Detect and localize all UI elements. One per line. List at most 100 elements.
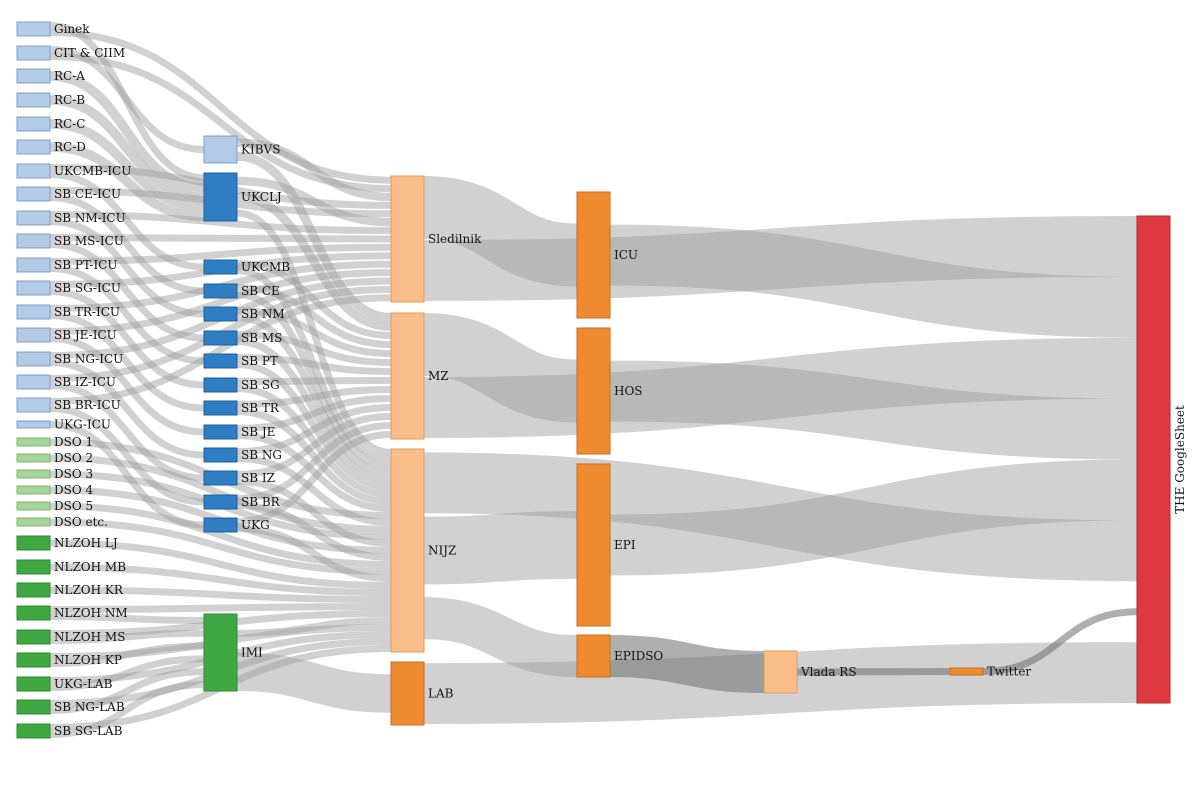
- link-sbiz-to-nijz: [236, 478, 392, 547]
- node-sbnglab-bar: [16, 699, 51, 715]
- node-sbjeicu-bar: [16, 327, 51, 343]
- node-sbmsicu: SB MS-ICU: [16, 233, 124, 249]
- link-sbms-to-nijz: [236, 338, 392, 484]
- node-rca-label: RC-A: [54, 69, 85, 83]
- link-ukglab-to-imi: [49, 655, 205, 691]
- node-sledilnik: Sledilnik: [390, 175, 482, 303]
- node-mz-bar: [390, 312, 425, 440]
- node-epidso-label: EPIDSO: [614, 649, 663, 663]
- node-sbje-bar: [203, 424, 238, 440]
- link-vlada-to-twitter: [796, 668, 951, 676]
- node-dso4-bar: [16, 485, 51, 495]
- node-sbbr: SB BR: [203, 494, 281, 510]
- node-hos-bar: [576, 327, 611, 455]
- link-mz-to-hos: [422, 313, 579, 423]
- node-sbtr-label: SB TR: [241, 401, 280, 415]
- node-sbnmicu: SB NM-ICU: [16, 210, 126, 226]
- node-ukcmbicu-bar: [16, 163, 51, 179]
- node-sbsglab-label: SB SG-LAB: [54, 724, 123, 738]
- node-icu-bar: [576, 191, 611, 319]
- node-dso2-label: DSO 2: [54, 451, 93, 465]
- link-sbpt-to-nijz: [236, 361, 392, 491]
- node-ukg-bar: [203, 517, 238, 533]
- node-twitter-label: Twitter: [987, 665, 1031, 679]
- link-sbsglab-to-imi: [49, 681, 205, 738]
- node-nlzohkp: NLZOH KP: [16, 652, 122, 668]
- link-ukcmbicu-to-ukcmb: [49, 171, 205, 271]
- node-sbnglab-label: SB NG-LAB: [54, 700, 125, 714]
- node-sbceicu: SB CE-ICU: [16, 186, 121, 202]
- node-nlzohnm: NLZOH NM: [16, 605, 128, 621]
- link-ukclj-to-nijz: [236, 209, 392, 456]
- node-ginek: Ginek: [16, 21, 90, 37]
- node-nlzohnm-label: NLZOH NM: [54, 606, 128, 620]
- link-sbng-to-mz: [236, 404, 392, 455]
- node-sbpt-bar: [203, 353, 238, 369]
- link-sbms-to-mz: [236, 331, 392, 366]
- node-rcd: RC-D: [16, 139, 86, 155]
- node-sbtricu-label: SB TR-ICU: [54, 305, 120, 319]
- link-sbbricu-to-sbbr: [49, 405, 205, 506]
- node-imi-bar: [203, 613, 238, 692]
- node-twitter: Twitter: [949, 665, 1031, 679]
- node-rcd-bar: [16, 139, 51, 155]
- link-sbsg-to-mz: [236, 377, 392, 385]
- node-rcc: RC-C: [16, 116, 85, 132]
- link-ukg-to-nijz: [236, 525, 392, 582]
- node-sbpt-label: SB PT: [241, 354, 278, 368]
- node-vlada-bar: [763, 650, 798, 694]
- node-dso4-label: DSO 4: [54, 483, 93, 497]
- node-sbce-label: SB CE: [241, 284, 280, 298]
- link-sbng-to-nijz: [236, 455, 392, 526]
- node-imi-label: IMI: [241, 646, 263, 660]
- node-icu: ICU: [576, 191, 638, 319]
- node-sbbr-label: SB BR: [241, 495, 281, 509]
- node-nlzohlj-label: NLZOH LJ: [54, 536, 118, 550]
- node-nlzohnm-bar: [16, 605, 51, 621]
- node-twitter-bar: [949, 667, 984, 676]
- node-sbsg-bar: [203, 377, 238, 393]
- link-sbpticu-to-sbpt: [49, 265, 205, 365]
- node-sbmsicu-label: SB MS-ICU: [54, 234, 124, 248]
- link-sbiz-to-mz: [236, 413, 392, 478]
- link-rcc-to-ukclj: [49, 119, 205, 212]
- node-ukglab-bar: [16, 676, 51, 692]
- node-ukgicu-bar: [16, 420, 51, 429]
- node-ukgicu-label: UKG-ICU: [54, 418, 111, 432]
- node-sbbr-bar: [203, 494, 238, 510]
- link-sbmsicu-to-sledilnik: [49, 234, 392, 243]
- link-epi-to-sheet: [609, 459, 1138, 576]
- node-rca: RC-A: [16, 68, 85, 84]
- link-sbnmicu-to-sbnm: [49, 218, 205, 318]
- node-ukclj-bar: [203, 172, 238, 222]
- node-sbbricu: SB BR-ICU: [16, 397, 121, 413]
- link-rcd-to-ukclj: [49, 142, 205, 221]
- node-epidso: EPIDSO: [576, 634, 663, 678]
- link-sbjeicu-to-sledilnik: [49, 269, 392, 335]
- link-sbtr-to-mz: [236, 386, 392, 408]
- node-dso4: DSO 4: [16, 483, 93, 497]
- node-sbngicu-label: SB NG-ICU: [54, 352, 123, 366]
- link-ukgicu-to-ukg: [49, 421, 205, 529]
- node-dso3-label: DSO 3: [54, 467, 93, 481]
- node-sbnmicu-bar: [16, 210, 51, 226]
- link-cit-to-sledilnik: [49, 53, 392, 193]
- node-sbpticu: SB PT-ICU: [16, 257, 117, 273]
- link-sbizicu-to-sbiz: [49, 382, 205, 482]
- link-nlzohnm-to-imi: [49, 613, 205, 624]
- node-ukg-label: UKG: [241, 518, 270, 532]
- node-sheet-label: THE GoogleSheet: [1173, 405, 1187, 514]
- node-ukcmbicu-label: UKCMB-ICU: [54, 164, 131, 178]
- link-hos-to-sheet: [609, 360, 1138, 460]
- node-rca-bar: [16, 68, 51, 84]
- node-sbpt: SB PT: [203, 353, 278, 369]
- node-sbjeicu-label: SB JE-ICU: [54, 328, 117, 342]
- node-nlzohms: NLZOH MS: [16, 629, 125, 645]
- node-dso5: DSO 5: [16, 499, 93, 513]
- link-ginek-to-sledilnik: [49, 29, 392, 184]
- node-lab-label: LAB: [428, 687, 454, 701]
- link-sbnglab-to-imi: [49, 668, 205, 714]
- node-sbce: SB CE: [203, 283, 280, 299]
